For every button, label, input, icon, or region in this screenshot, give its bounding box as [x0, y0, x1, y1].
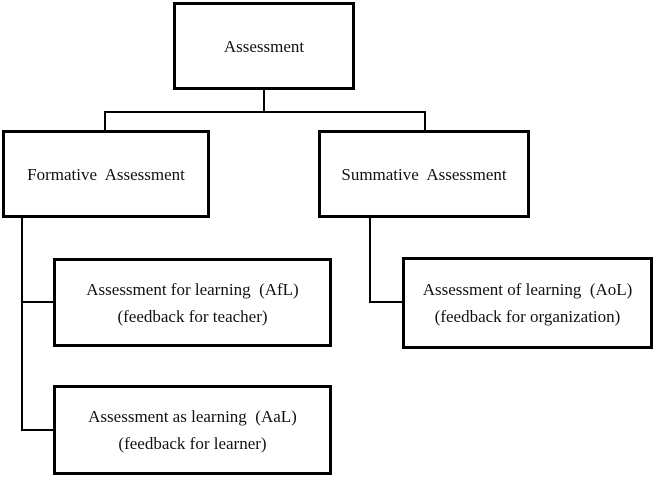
- connector-formative-drop: [104, 111, 106, 131]
- connector-branch-horizontal: [104, 111, 426, 113]
- connector-formative-spine: [21, 218, 23, 431]
- node-afl-subtitle: (feedback for teacher): [117, 306, 268, 326]
- node-assessment-of-learning: Assessment of learning (AoL) (feedback f…: [402, 257, 653, 349]
- node-aol-title: Assessment of learning (AoL): [422, 280, 633, 299]
- node-aal-subtitle: (feedback for learner): [118, 434, 267, 453]
- node-assessment-as-learning: Assessment as learning (AaL) (feedback f…: [53, 385, 332, 475]
- node-formative-assessment: Formative Assessment: [2, 130, 210, 218]
- node-summative-assessment: Summative Assessment: [318, 130, 530, 218]
- node-assessment-label: Assessment: [223, 36, 305, 56]
- node-formative-assessment-label: Formative Assessment: [27, 164, 185, 184]
- node-assessment-for-learning: Assessment for learning (AfL) (feedback …: [53, 258, 332, 347]
- connector-afl-stub: [21, 301, 53, 303]
- connector-aol-stub: [369, 301, 402, 303]
- node-aal-title: Assessment as learning (AaL): [88, 407, 297, 426]
- connector-summative-drop: [424, 111, 426, 131]
- node-summative-assessment-label: Summative Assessment: [341, 164, 507, 184]
- connector-assessment-stem: [263, 90, 265, 112]
- connector-aal-stub: [21, 429, 53, 431]
- node-aol-subtitle: (feedback for organization): [434, 307, 621, 326]
- node-assessment: Assessment: [173, 2, 355, 90]
- connector-summative-spine: [369, 218, 371, 303]
- node-afl-title: Assessment for learning (AfL): [86, 279, 299, 299]
